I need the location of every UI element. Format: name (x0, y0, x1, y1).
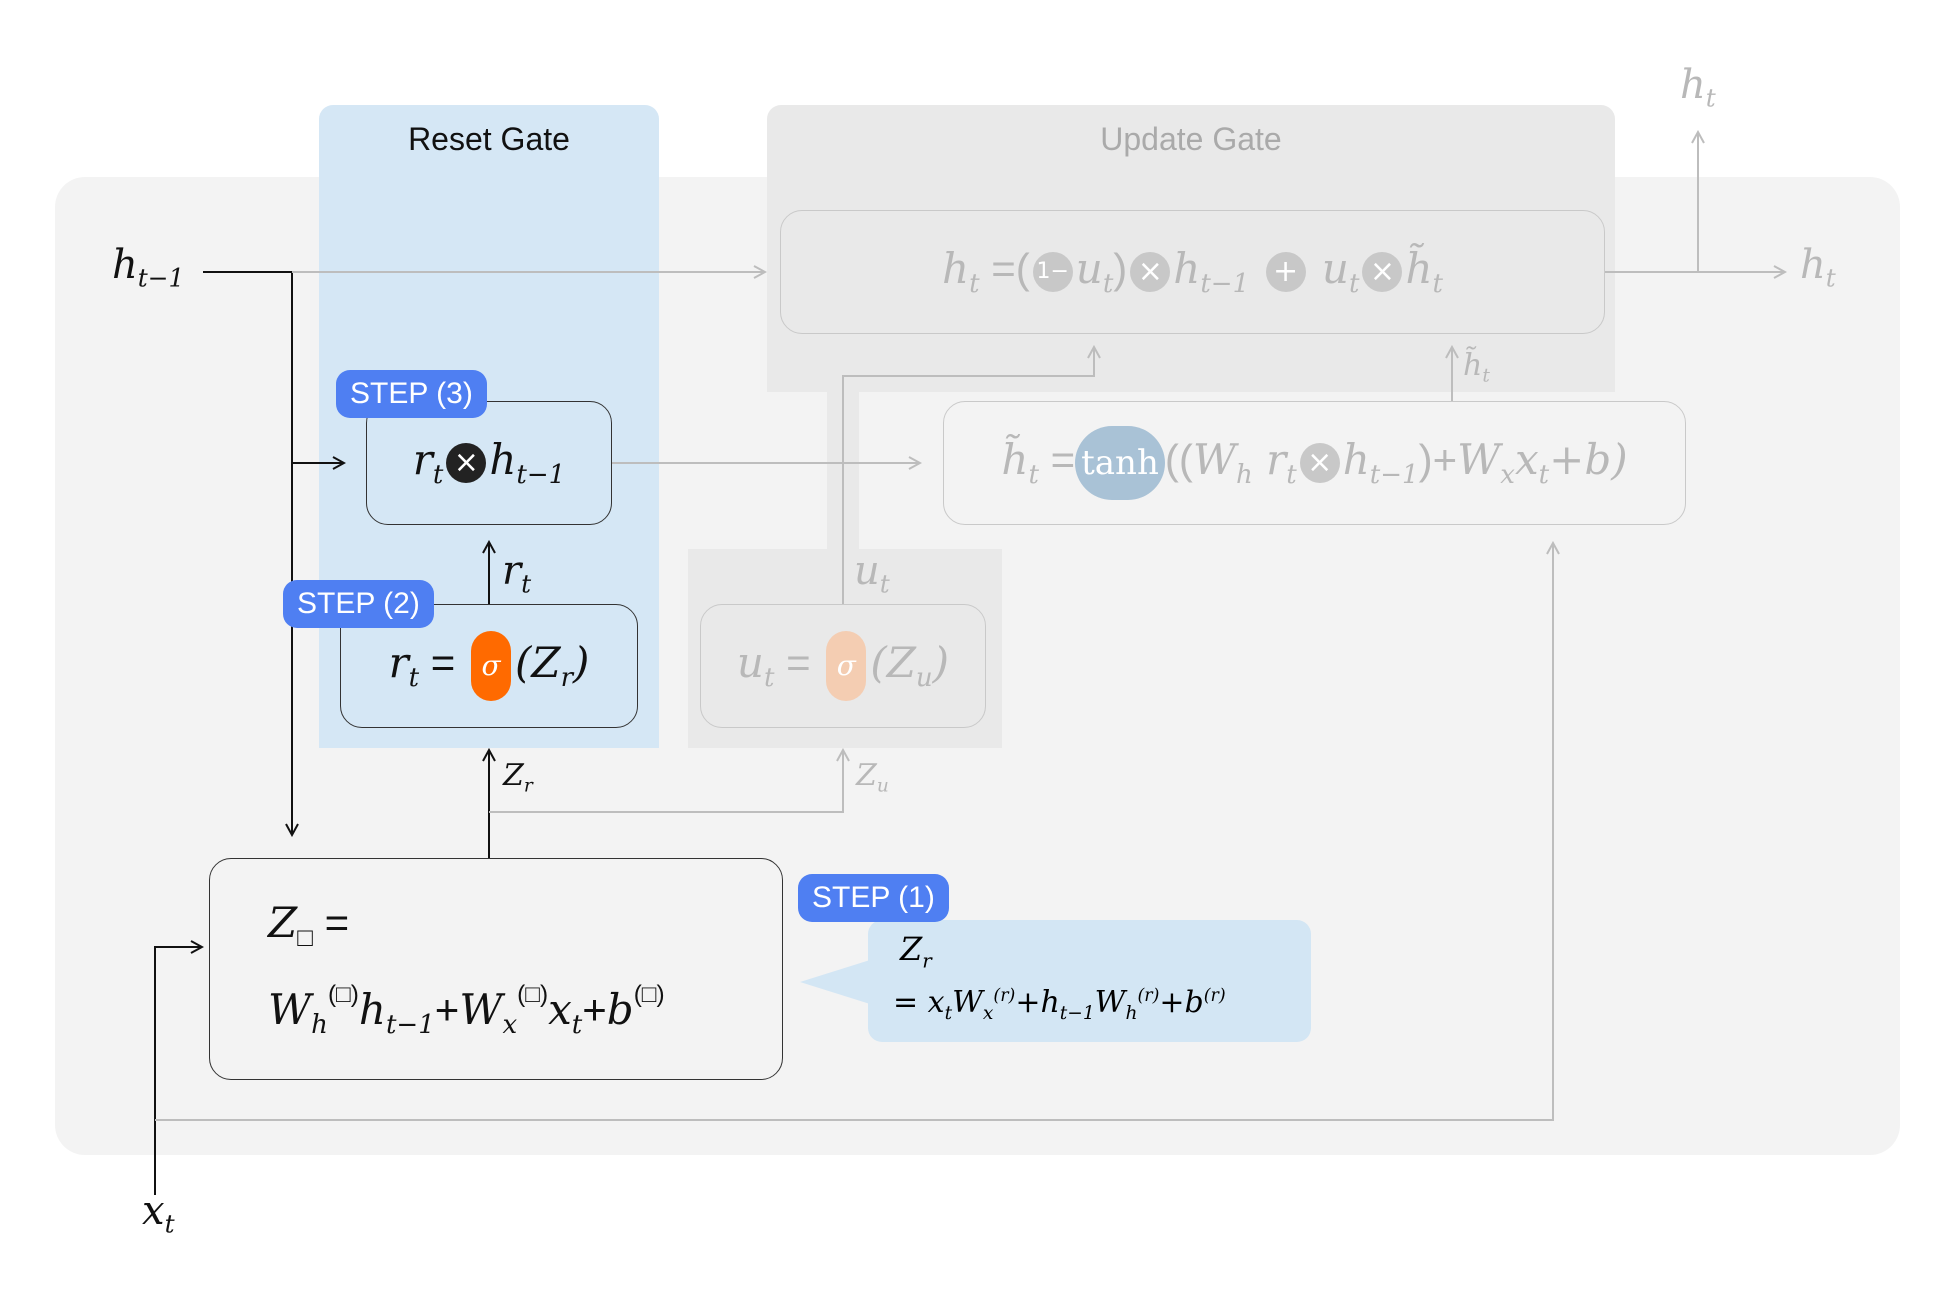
multiply-icon: × (1362, 252, 1403, 293)
multiply-icon: × (446, 443, 487, 484)
update-gate-panel (767, 105, 1615, 392)
update-sigmoid-box: ut = σ(Zu) (700, 604, 986, 728)
x-input-label: xt (142, 1188, 175, 1239)
reset-multiply-equation: rt×ht−1 (412, 435, 566, 491)
reset-sigmoid-equation: rt = σ(Zr) (389, 631, 589, 701)
z-to-update-wire (489, 750, 843, 813)
z-equation-line2: Wh(□)ht−1+Wx(□)xt+b(□) (268, 981, 665, 1041)
h-prev-to-z-wire (203, 271, 292, 835)
h-out-top-label: ht (1680, 62, 1716, 113)
sigma-icon: σ (471, 631, 511, 701)
step1-callout (868, 920, 1311, 1042)
reset-gate-title: Reset Gate (408, 121, 570, 157)
callout-line1: Zr (900, 930, 932, 973)
r-wire-label: rt (502, 548, 532, 599)
u-to-update-wire (842, 347, 1094, 604)
zr-wire-label: Zr (503, 758, 533, 797)
h-out-right-label: ht (1800, 242, 1836, 293)
u-wire-label: ut (854, 548, 890, 599)
candidate-equation-box: h̃t =tanh((Wh rt×ht−1)+Wxxt+b) (943, 401, 1686, 525)
update-gate-title: Update Gate (1100, 121, 1282, 157)
one-minus-icon: 1− (1032, 252, 1073, 293)
x-to-candidate-wire (155, 543, 1553, 1121)
multiply-icon: × (1130, 252, 1171, 293)
x-to-z-wire (154, 947, 202, 1195)
multiply-icon: × (1299, 443, 1340, 483)
plus-icon: + (1265, 252, 1306, 293)
zu-wire-label: Zu (856, 758, 889, 797)
step1-badge: STEP (1) (798, 874, 949, 922)
reset-sigmoid-box: rt = σ(Zr) (340, 604, 638, 728)
callout-pointer (800, 960, 870, 1004)
update-sigmoid-equation: ut = σ(Zu) (737, 631, 949, 701)
update-equation-box: ht =(1−ut)×ht−1 + ut×h̃t (780, 210, 1605, 334)
sigma-icon: σ (826, 631, 867, 701)
z-equation-line1: Z□ = (268, 897, 350, 953)
candidate-equation: h̃t =tanh((Wh rt×ht−1)+Wxxt+b) (1001, 426, 1628, 500)
step3-badge: STEP (3) (336, 370, 487, 418)
z-equation-box: Z□ = Wh(□)ht−1+Wx(□)xt+b(□) (209, 858, 783, 1080)
htilde-wire-label: h̃t (1463, 348, 1490, 387)
step2-badge: STEP (2) (283, 580, 434, 628)
update-equation: ht =(1−ut)×ht−1 + ut×h̃t (942, 244, 1443, 300)
h-prev-label: ht−1 (112, 242, 185, 293)
callout-line2: = xtWx(r)+ht−1Wh(r)+b(r) (893, 985, 1226, 1024)
tanh-icon: tanh (1075, 426, 1165, 500)
reset-multiply-box: rt×ht−1 (366, 401, 612, 525)
